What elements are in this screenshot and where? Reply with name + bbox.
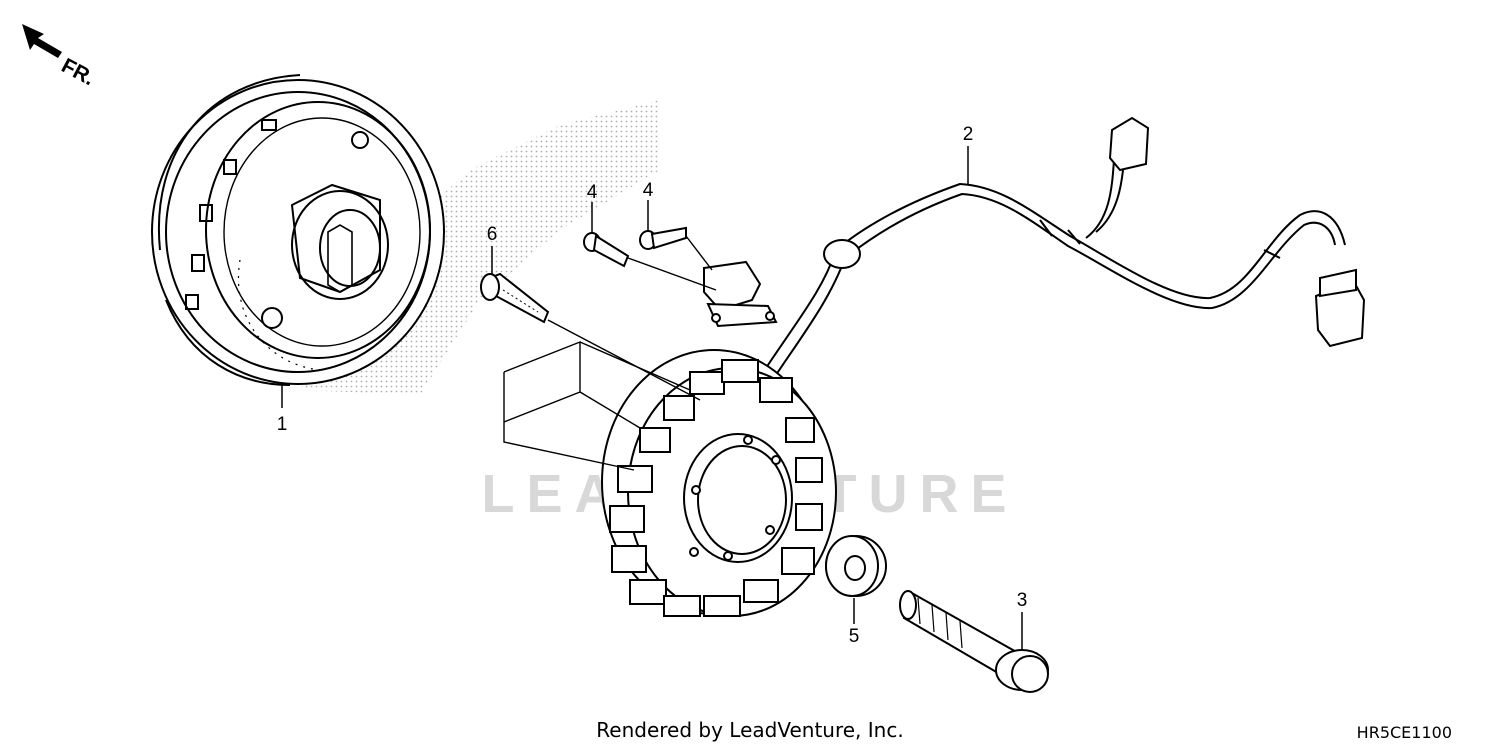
- stator[interactable]: [601, 349, 837, 617]
- callout-5-number: 5: [849, 626, 860, 647]
- callout-3-number: 3: [1017, 590, 1028, 611]
- callout-4-left-number: 4: [587, 182, 598, 203]
- callout-2-number: 2: [963, 124, 974, 145]
- callout-5: 5: [849, 598, 860, 647]
- callout-4-left: 4: [587, 182, 598, 232]
- diagram-code: HR5CE1100: [1356, 723, 1452, 742]
- callout-4-right: 4: [643, 180, 654, 230]
- callout-6-number: 6: [487, 224, 498, 245]
- front-direction-indicator: FR.: [22, 24, 98, 90]
- screw-4-right[interactable]: [639, 226, 687, 250]
- pulse-sensor[interactable]: [703, 260, 778, 328]
- washer-5[interactable]: [825, 535, 887, 597]
- rendered-by-credit: Rendered by LeadVenture, Inc.: [596, 718, 904, 742]
- screw-4-left[interactable]: [583, 232, 630, 268]
- callout-3: 3: [1017, 590, 1028, 650]
- stator-leader-lines: [503, 235, 717, 471]
- callout-1-number: 1: [277, 414, 288, 435]
- wire-harness[interactable]: [739, 116, 1366, 413]
- flywheel[interactable]: [151, 74, 445, 386]
- front-arrow-icon: [22, 24, 62, 58]
- callout-6: 6: [487, 224, 498, 274]
- callout-4-right-number: 4: [643, 180, 654, 201]
- flange-bolt-3[interactable]: [899, 590, 1049, 693]
- callout-1: 1: [277, 384, 288, 435]
- bolt-6[interactable]: [480, 272, 550, 324]
- callout-2: 2: [963, 124, 974, 184]
- fr-label: FR.: [58, 54, 99, 90]
